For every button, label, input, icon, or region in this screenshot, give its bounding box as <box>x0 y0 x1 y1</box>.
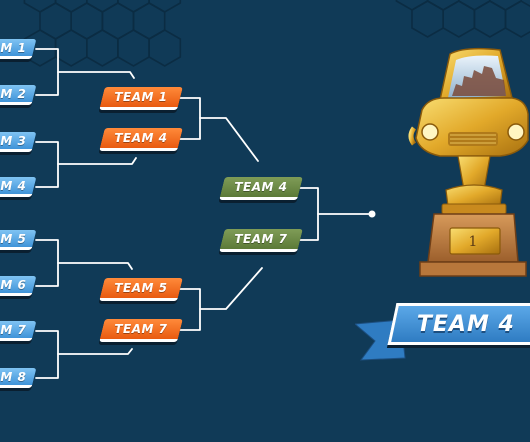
round1-team-7[interactable]: TEAM 7 <box>0 321 37 341</box>
hexagon-tile <box>411 0 444 38</box>
hexagon-tile <box>504 0 530 38</box>
round1-team-7-label: TEAM 7 <box>0 322 27 337</box>
final-team-7[interactable]: TEAM 7 <box>219 229 303 252</box>
winner-banner: TEAM 4 <box>387 303 530 345</box>
round2-team-4-label: TEAM 4 <box>114 131 168 145</box>
round2-team-1-label: TEAM 1 <box>114 90 168 104</box>
hexagon-pattern-right <box>395 0 530 38</box>
hexagon-tile <box>458 0 491 11</box>
round2-team-7[interactable]: TEAM 7 <box>99 319 183 342</box>
round1-team-1[interactable]: TEAM 1 <box>0 39 37 59</box>
round1-team-3-label: TEAM 3 <box>0 133 27 148</box>
round1-team-4-label: TEAM 4 <box>0 178 27 193</box>
final-team-4-label: TEAM 4 <box>234 180 288 194</box>
round2-team-1[interactable]: TEAM 1 <box>99 87 183 110</box>
hexagon-tile <box>395 0 429 11</box>
hexagon-tile <box>54 29 88 67</box>
trophy-rank-number: 1 <box>468 234 478 250</box>
hexagon-tile <box>148 29 182 67</box>
round1-team-5[interactable]: TEAM 5 <box>0 230 37 250</box>
bracket-connectors <box>35 48 376 379</box>
round1-team-6-label: TEAM 6 <box>0 277 27 292</box>
round2-team-5-label: TEAM 5 <box>114 281 168 295</box>
round1-team-6[interactable]: TEAM 6 <box>0 276 37 296</box>
hexagon-pattern-left <box>23 0 182 67</box>
winner-name: TEAM 4 <box>417 311 515 337</box>
car-trophy-icon <box>408 47 529 277</box>
round1-team-3[interactable]: TEAM 3 <box>0 132 37 152</box>
hexagon-tile <box>489 0 522 11</box>
round1-team-1-label: TEAM 1 <box>0 40 27 55</box>
round1-team-2[interactable]: TEAM 2 <box>0 85 37 105</box>
round1-team-4[interactable]: TEAM 4 <box>0 177 37 197</box>
round1-team-8[interactable]: TEAM 8 <box>0 368 37 388</box>
round2-team-4[interactable]: TEAM 4 <box>99 128 183 151</box>
round1-team-5-label: TEAM 5 <box>0 231 27 246</box>
final-team-7-label: TEAM 7 <box>234 232 288 246</box>
round2-team-5[interactable]: TEAM 5 <box>99 278 183 301</box>
final-team-4[interactable]: TEAM 4 <box>219 177 303 200</box>
round2-team-7-label: TEAM 7 <box>114 322 168 336</box>
hexagon-tile <box>86 29 119 67</box>
hexagon-tile <box>442 0 476 38</box>
hexagon-tile <box>473 0 507 38</box>
round1-team-8-label: TEAM 8 <box>0 369 27 384</box>
hexagon-tile <box>426 0 460 11</box>
hexagon-tile <box>117 29 150 67</box>
round1-team-2-label: TEAM 2 <box>0 86 27 101</box>
